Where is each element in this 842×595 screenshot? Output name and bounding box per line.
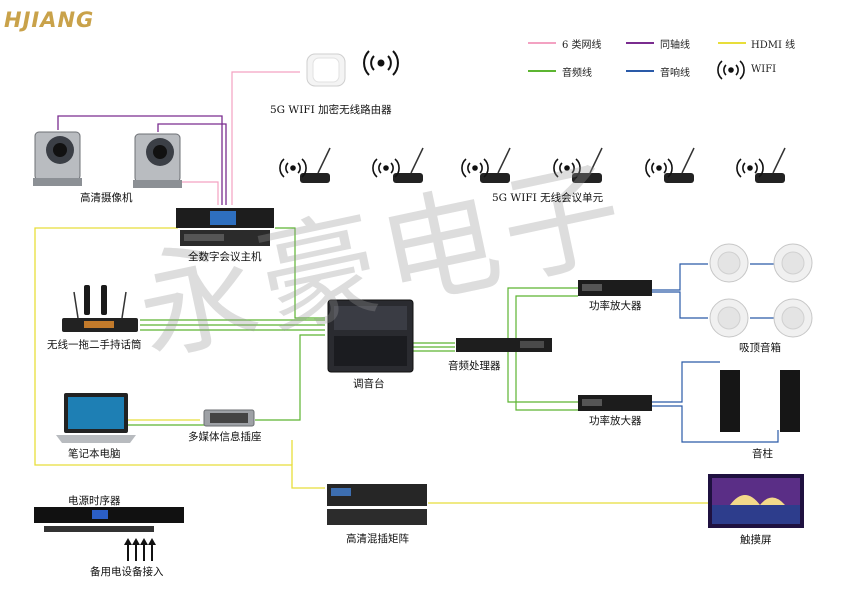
wifi-icon [372,158,400,178]
wireless-unit-2 [393,147,424,183]
label-ceiling-speakers: 吸顶音箱 [739,342,781,354]
wifi-icon [461,158,489,178]
wireless-unit-6 [755,147,786,183]
legend-swatch-speaker [626,70,654,72]
column-speaker-group [720,370,800,432]
wireless-unit-3 [480,147,511,183]
wifi-router [306,53,346,87]
label-backup-power: 备用电设备接入 [90,566,164,578]
label-mics: 无线一拖二手持话筒 [47,339,142,351]
wifi-icon [279,158,307,178]
legend-label-hdmi: HDMI 线 [751,40,796,51]
wireless-unit-4 [572,147,603,183]
audio-mixer [327,299,414,373]
wifi-icon [553,158,581,178]
media-socket [203,409,255,427]
label-cameras: 高清摄像机 [80,192,133,204]
power-sequencer [34,507,184,532]
wifi-icon [363,50,399,76]
label-matrix: 高清混插矩阵 [346,533,409,545]
audio-processor [456,338,552,352]
legend-swatch-coax [626,42,654,44]
legend-swatch-hdmi [718,42,746,44]
wifi-icon [717,60,745,80]
label-amp-top: 功率放大器 [589,300,642,312]
legend-label-speaker: 音响线 [660,68,690,79]
wireless-unit-5 [664,147,695,183]
label-sequencer: 电源时序器 [68,495,121,507]
power-input-arrows [124,538,156,561]
power-amplifier-bottom [578,395,652,411]
speaker-cables [652,263,779,443]
wireless-mic-set [62,285,138,332]
label-touchscreen: 触摸屏 [740,534,772,546]
conference-host [176,208,274,246]
label-processor: 音频处理器 [448,360,501,372]
hd-camera-2 [133,133,182,188]
label-socket: 多媒体信息插座 [188,431,262,443]
network-cables [182,71,300,205]
label-column-speakers: 音柱 [752,448,773,460]
legend-label-wifi: WIFI [751,64,777,75]
coax-cables [57,115,227,205]
hd-matrix [327,484,427,525]
label-host: 全数字会议主机 [188,251,262,263]
label-laptop: 笔记本电脑 [68,448,121,460]
laptop [56,393,136,443]
brand-logo: HJIANG [4,8,95,32]
legend-swatch-audio [528,70,556,72]
ceiling-speaker-group [709,243,813,338]
hdmi-cables [34,227,708,504]
wireless-unit-1 [300,147,331,183]
label-amp-bottom: 功率放大器 [589,415,642,427]
legend-label-network: 6 类网线 [562,40,602,51]
touchscreen [708,474,804,528]
wifi-icon [736,158,764,178]
wifi-icon [645,158,673,178]
power-amplifier-top [578,280,652,296]
audio-cables [128,227,578,426]
label-router: 5G WIFI 加密无线路由器 [270,104,392,116]
label-wireless-units: 5G WIFI 无线会议单元 [492,192,604,204]
legend-label-audio: 音频线 [562,68,592,79]
legend-label-coax: 同轴线 [660,40,690,51]
hd-camera-1 [33,131,82,186]
legend-swatch-network [528,42,556,44]
label-mixer: 调音台 [353,378,385,390]
